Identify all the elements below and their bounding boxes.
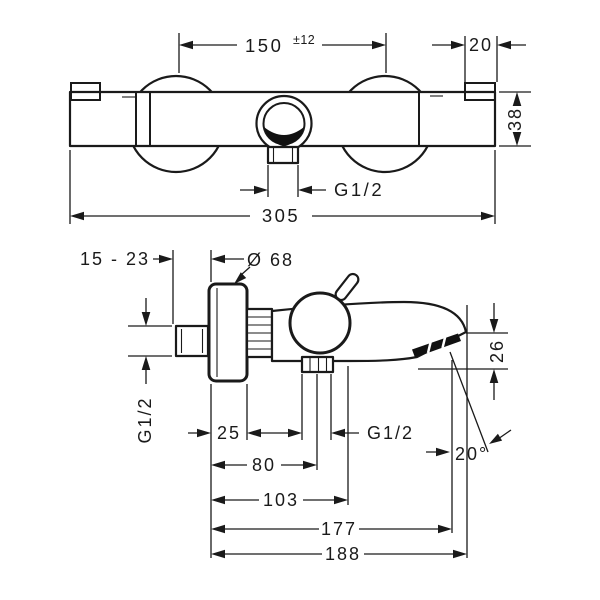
dim-overall-width: 305 xyxy=(69,150,496,226)
dim-label-hose-thread: G1/2 xyxy=(367,423,414,443)
side-view: 15 - 23 Ø 68 G1/2 25 G1/2 xyxy=(80,249,512,564)
dim-face-to-spout-outlet: 177 xyxy=(211,360,453,539)
dim-label-center-tolerance: ±12 xyxy=(293,33,315,47)
dim-label-cap-width: 20 xyxy=(469,35,493,55)
spout-aerator xyxy=(412,333,461,358)
dim-label-center-distance: 150 xyxy=(245,35,283,56)
right-end-cap xyxy=(464,82,496,101)
spout-outlet-stub xyxy=(266,145,300,165)
dim-label-face-to-body-end: 103 xyxy=(263,490,299,510)
union-nut-ribs xyxy=(247,316,272,350)
dim-supply-thread: G1/2 xyxy=(128,298,172,444)
dim-spout-angle: 20° xyxy=(426,351,512,464)
dim-cap-width: 20 xyxy=(432,35,526,82)
dim-label-face-to-spout-tip: 188 xyxy=(325,544,361,564)
dim-label-escutcheon-diameter: Ø 68 xyxy=(247,250,294,270)
dim-wall-distance: 15 - 23 xyxy=(80,249,244,324)
dim-label-spout-angle: 20° xyxy=(455,444,488,464)
escutcheon xyxy=(207,282,249,383)
dim-label-outlet-thread: G1/2 xyxy=(334,179,384,200)
wall-supply-pipe-thread xyxy=(180,329,204,353)
dim-face-to-body-front: 25 G1/2 xyxy=(188,374,414,443)
dim-spout-drop: 26 xyxy=(418,303,508,400)
wall-supply-pipe xyxy=(174,324,210,358)
dim-escutcheon-diameter: Ø 68 xyxy=(234,250,294,284)
dim-label-face-to-hose-outlet: 80 xyxy=(252,455,276,475)
spout-outlet-stub-lines xyxy=(272,147,294,163)
dim-outlet-thread: G1/2 xyxy=(240,165,384,200)
dim-face-to-body-end: 103 xyxy=(211,366,349,510)
left-handle-separator xyxy=(135,92,151,146)
aerator-slots xyxy=(426,333,448,354)
dim-face-to-hose-outlet: 80 xyxy=(211,374,318,475)
dim-label-body-height: 38 xyxy=(505,107,525,131)
dim-label-wall-distance: 15 - 23 xyxy=(80,249,150,269)
dim-label-face-to-spout-outlet: 177 xyxy=(321,519,357,539)
dim-label-face-to-body-front: 25 xyxy=(217,423,241,443)
front-view: 150 ±12 20 38 G1/2 305 xyxy=(68,33,531,226)
dim-body-height: 38 xyxy=(499,91,531,147)
dim-label-spout-drop: 26 xyxy=(487,339,507,363)
hose-outlet-fitting-lines xyxy=(309,357,328,372)
spout-opening xyxy=(264,127,304,147)
dim-label-overall-width: 305 xyxy=(262,205,300,226)
handle-knob xyxy=(288,291,352,355)
left-end-cap xyxy=(70,82,101,101)
hose-outlet-fitting xyxy=(300,355,335,374)
dim-face-to-spout-tip: 188 xyxy=(211,305,468,564)
dim-label-supply-thread: G1/2 xyxy=(135,396,155,443)
dim-center-distance: 150 ±12 xyxy=(178,33,387,73)
